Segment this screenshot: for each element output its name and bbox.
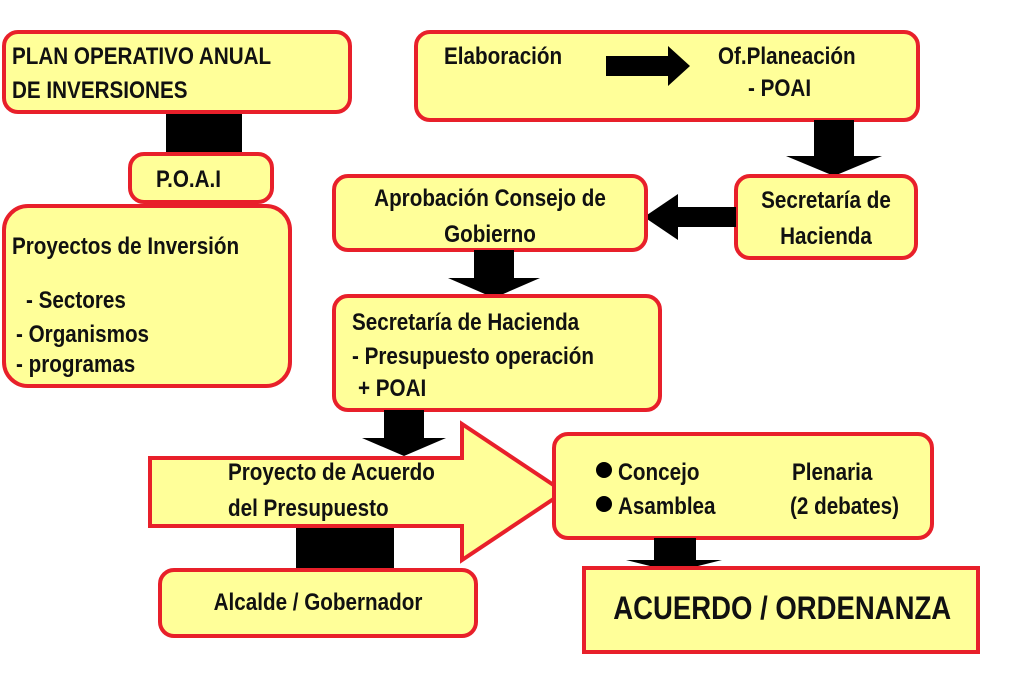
bullet-icon (596, 462, 612, 478)
secretaria-presupuesto-line2: - Presupuesto operación (352, 343, 594, 370)
of-planeacion-label: Of.Planeación (718, 43, 856, 70)
proyecto-acuerdo-line2: del Presupuesto (228, 495, 389, 522)
poai-box: P.O.A.I (128, 152, 274, 204)
aprobacion-line1: Aprobación Consejo de (374, 185, 606, 212)
acuerdo-ordenanza-box: ACUERDO / ORDENANZA (582, 566, 980, 654)
proyectos-box: Proyectos de Inversión - Sectores - Orga… (2, 204, 292, 388)
proyectos-item-organismos: - Organismos (16, 321, 150, 348)
left-arrow-icon (644, 194, 736, 240)
plan-operativo-box: PLAN OPERATIVO ANUAL DE INVERSIONES (2, 30, 352, 114)
secretaria-presupuesto-box: Secretaría de Hacienda - Presupuesto ope… (332, 294, 662, 412)
secretaria-presupuesto-line3: + POAI (358, 375, 427, 402)
down-arrow-icon (786, 120, 882, 176)
alcalde-box: Alcalde / Gobernador (158, 568, 478, 638)
connector-proyecto-alcalde (296, 526, 394, 570)
secretaria-presupuesto-line1: Secretaría de Hacienda (352, 309, 580, 336)
proyectos-item-programas: - programas (16, 351, 136, 378)
aprobacion-box: Aprobación Consejo de Gobierno (332, 174, 648, 252)
secretaria-hacienda-line1: Secretaría de (761, 187, 891, 214)
proyecto-acuerdo-arrow-shape (148, 420, 568, 564)
plan-operativo-line2: DE INVERSIONES (12, 77, 188, 104)
concejo-item-concejo: Concejo (618, 459, 700, 486)
elaboracion-right-arrow-icon (606, 46, 690, 86)
proyectos-item-sectores: - Sectores (26, 287, 126, 314)
acuerdo-ordenanza-label: ACUERDO / ORDENANZA (613, 590, 952, 626)
debates-label: (2 debates) (790, 493, 899, 520)
down-arrow-icon (626, 538, 722, 572)
down-arrow-icon (448, 250, 540, 298)
plenaria-label: Plenaria (792, 459, 873, 486)
concejo-box: Concejo Asamblea Plenaria (2 debates) (552, 432, 934, 540)
bullet-icon (596, 496, 612, 512)
plan-operativo-line1: PLAN OPERATIVO ANUAL (12, 43, 272, 70)
poai-sub-label: - POAI (748, 75, 812, 102)
concejo-item-asamblea: Asamblea (618, 493, 716, 520)
connector-plan-poai (166, 112, 242, 154)
down-arrow-icon (362, 410, 446, 456)
alcalde-label: Alcalde / Gobernador (213, 589, 423, 616)
secretaria-hacienda-line2: Hacienda (780, 223, 872, 250)
proyecto-acuerdo-line1: Proyecto de Acuerdo (228, 459, 435, 486)
proyectos-title: Proyectos de Inversión (12, 233, 240, 260)
poai-label: P.O.A.I (156, 166, 222, 193)
secretaria-hacienda-box: Secretaría de Hacienda (734, 174, 918, 260)
aprobacion-line2: Gobierno (444, 221, 536, 248)
elaboracion-label: Elaboración (444, 43, 563, 70)
